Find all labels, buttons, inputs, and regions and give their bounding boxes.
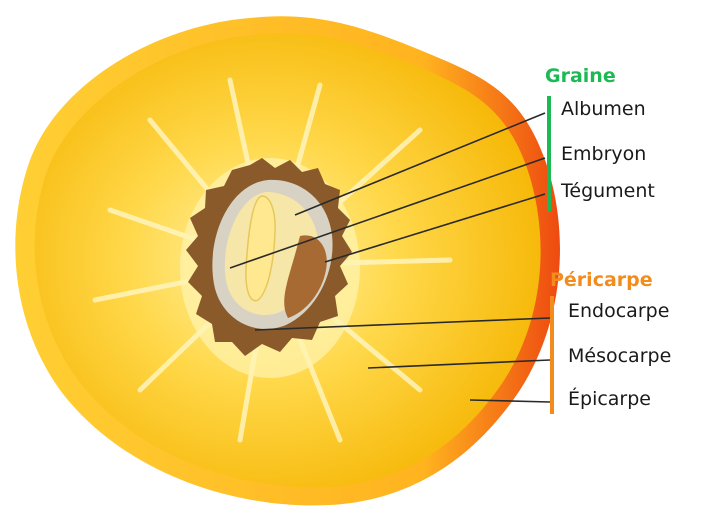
label-endocarpe: Endocarpe (568, 300, 669, 322)
label-embryon: Embryon (561, 143, 646, 165)
label-mesocarpe: Mésocarpe (568, 345, 671, 367)
label-epicarpe: Épicarpe (568, 388, 651, 410)
graine-title: Graine (545, 65, 616, 87)
pericarpe-title: Péricarpe (550, 269, 653, 291)
label-albumen: Albumen (561, 98, 646, 120)
label-tegument: Tégument (561, 180, 655, 202)
